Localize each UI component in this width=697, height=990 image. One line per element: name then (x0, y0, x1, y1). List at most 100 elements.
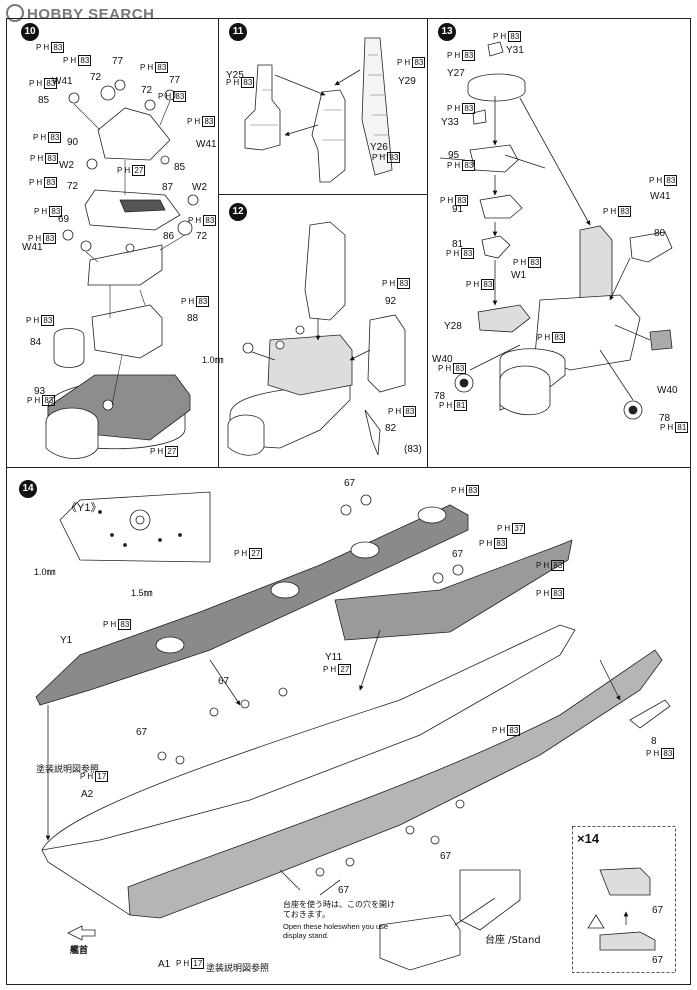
part-67-c: 67 (218, 676, 230, 687)
paint-ref-45: P H 83 (646, 748, 675, 759)
paint-code: 83 (43, 233, 57, 244)
part-8: 8 (651, 736, 657, 747)
paint-code: 83 (552, 332, 566, 343)
part-69: 69 (58, 214, 70, 225)
paint-code: 27 (338, 664, 352, 675)
part-67-a: 67 (344, 478, 356, 489)
paint-code: 83 (203, 215, 217, 226)
step14-hull-assembly (35, 491, 676, 973)
part-85-a: 85 (38, 95, 50, 106)
part-80: 80 (654, 228, 666, 239)
paint-prefix: P H (29, 79, 45, 88)
paint-ref-11: P H 83 (188, 215, 217, 226)
part-y27: Y27 (447, 68, 465, 79)
part-y31: Y31 (506, 45, 524, 56)
part-y1: Y1 (60, 635, 73, 646)
paint-ref-38: P H 83 (479, 538, 508, 549)
paint-prefix: P H (117, 166, 133, 175)
paint-code: 83 (508, 31, 522, 42)
paint-ref-43: P H 27 (323, 664, 352, 675)
paint-code: 83 (155, 62, 169, 73)
part-81: 81 (452, 239, 464, 250)
paint-code: 83 (551, 588, 565, 599)
part-88: 88 (187, 313, 199, 324)
part-77-a: 77 (112, 56, 124, 67)
step13-masts (439, 41, 673, 420)
paint-ref-9: P H 83 (29, 177, 58, 188)
paint-ref-40: P H 83 (536, 560, 565, 571)
paint-code: 83 (661, 748, 675, 759)
part-y26: Y26 (370, 142, 388, 153)
paint-prefix: P H (513, 258, 529, 267)
paint-code: 27 (132, 165, 146, 176)
part-a1: A1 (158, 959, 171, 970)
part-w41-c: W41 (22, 242, 43, 253)
part-w2-b: W2 (192, 182, 207, 193)
paint-ref-16: P H 27 (150, 446, 179, 457)
paint-ref-29: P H 83 (446, 248, 475, 259)
paint-prefix: P H (536, 589, 552, 598)
step-marker-14: 14 (19, 480, 37, 498)
paint-ref-34: P H 81 (439, 400, 468, 411)
y1-detail-title: 《Y1》 (66, 502, 102, 514)
paint-ref-15: P H 83 (27, 395, 56, 406)
part-87: 87 (162, 182, 174, 193)
paint-prefix: P H (372, 153, 388, 162)
paint-ref-27: P H 83 (603, 206, 632, 217)
paint-ref-23: P H 83 (447, 50, 476, 61)
paint-ref-31: P H 83 (466, 279, 495, 290)
paint-prefix: P H (397, 58, 413, 67)
paint-ref-25: P H 83 (447, 160, 476, 171)
part-72-d: 72 (196, 231, 208, 242)
paint-code: 83 (241, 77, 255, 88)
paint-code: 83 (42, 395, 56, 406)
paint-ref-17: P H 83 (226, 77, 255, 88)
paint-code: 83 (49, 206, 63, 217)
paint-ref-24: P H 83 (447, 103, 476, 114)
paint-ref-44: P H 83 (492, 725, 521, 736)
step-marker-12: 12 (229, 203, 247, 221)
x14-part-67-b: 67 (652, 955, 664, 966)
part-y28: Y28 (444, 321, 462, 332)
paint-ref-20: P H 83 (382, 278, 411, 289)
part-w1: W1 (511, 270, 526, 281)
paint-prefix: P H (440, 196, 456, 205)
step-marker-10: 10 (21, 23, 39, 41)
paint-ref-2: P H 83 (140, 62, 169, 73)
paint-prefix: P H (646, 749, 662, 758)
display-stand-note-jp: 台座を使う時は、この穴を開けておきます。 (283, 900, 395, 919)
paint-prefix: P H (497, 524, 513, 533)
paint-prefix: P H (63, 56, 79, 65)
part-85-b: 85 (174, 162, 186, 173)
part-y11: Y11 (325, 652, 343, 663)
paint-prefix: P H (382, 279, 398, 288)
part-w40-b: W40 (657, 385, 678, 396)
paint-prefix: P H (493, 32, 509, 41)
paint-code: 83 (44, 177, 58, 188)
paint-prefix: P H (29, 178, 45, 187)
paint-prefix: P H (26, 316, 42, 325)
paint-ref-12: P H 83 (28, 233, 57, 244)
paint-code: 83 (507, 725, 521, 736)
paint-ref-28: P H 83 (440, 195, 469, 206)
paint-code: 83 (397, 278, 411, 289)
paint-ref-3: P H 83 (29, 78, 58, 89)
quantity-x14: ×14 (577, 831, 600, 846)
paint-diagram-ref-b: 塗装説明図参照 (206, 963, 270, 973)
paint-prefix: P H (30, 154, 46, 163)
paint-ref-22: P H 83 (493, 31, 522, 42)
paint-code: 83 (462, 160, 476, 171)
paint-prefix: P H (36, 43, 52, 52)
part-y29: Y29 (398, 76, 416, 87)
paint-code: 83 (403, 406, 417, 417)
paint-code: 83 (387, 152, 401, 163)
paint-prefix: P H (660, 423, 676, 432)
paint-ref-33: P H 83 (537, 332, 566, 343)
paint-code: 83 (462, 50, 476, 61)
paint-prefix: P H (536, 561, 552, 570)
paint-ref-35: P H 81 (660, 422, 689, 433)
paint-code: 83 (173, 91, 187, 102)
paint-code: 83 (618, 206, 632, 217)
drill-1-0-label: 1.0㎜ (34, 567, 56, 577)
paint-ref-32: P H 83 (438, 363, 467, 374)
